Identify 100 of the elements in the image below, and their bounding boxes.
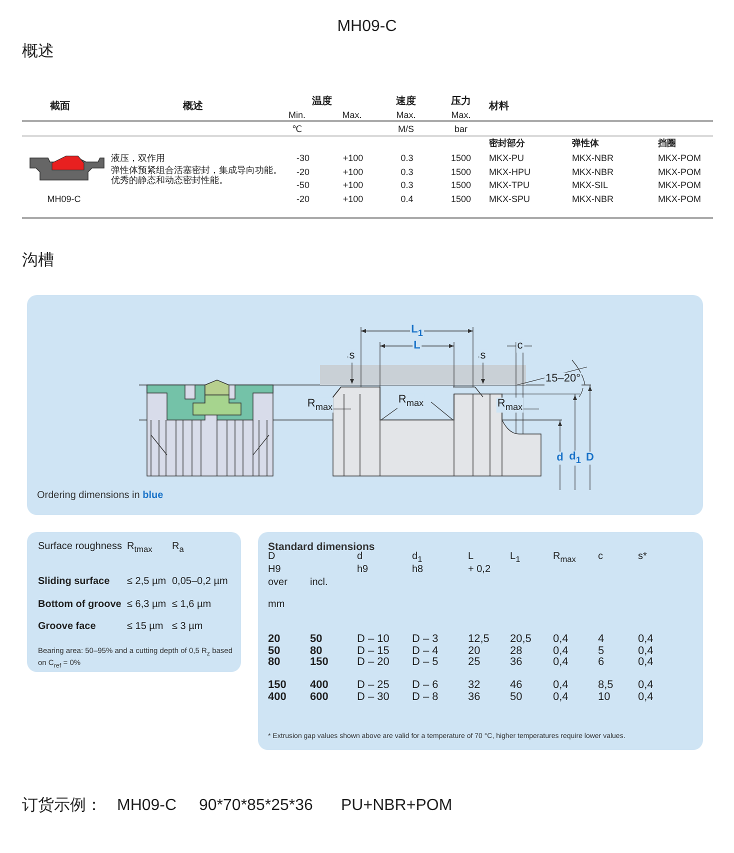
table-cell: Sliding surface	[38, 576, 110, 588]
table-header: 概述	[183, 101, 203, 112]
unit-label: bar	[454, 124, 468, 134]
table-cell: 150	[268, 679, 286, 692]
order-example-text: 订货示例：	[22, 797, 102, 816]
table-cell: D – 5	[412, 656, 438, 669]
dimension-label: R$_{max}$	[306, 398, 334, 412]
table-cell-text: 28	[510, 645, 522, 657]
table-cell: MKX-POM	[658, 153, 702, 164]
table-header: R$_{a}$	[172, 541, 184, 555]
table-cell: 400	[310, 679, 328, 692]
table-cell: MKX-PU	[489, 153, 524, 164]
table-cell: +100	[342, 153, 364, 164]
order-example-text: 90*70*85*25*36	[199, 797, 313, 816]
table-cell-text: D – 4	[412, 645, 438, 657]
table-header: 弹性体	[572, 138, 599, 148]
table-cell-text: D – 15	[357, 645, 390, 657]
table-cell: 0,4	[638, 633, 654, 646]
roughness-panel	[27, 532, 241, 672]
table-cell: D – 20	[357, 656, 390, 669]
table-cell-text: 50	[268, 645, 280, 657]
table-cell: -30	[296, 153, 310, 164]
table-cell: MKX-POM	[658, 194, 702, 204]
table-cell: 0,4	[553, 679, 568, 692]
table-cell: 10	[598, 691, 610, 704]
table-cell: 12,5	[468, 633, 490, 646]
table-header: h9	[357, 564, 368, 576]
table-cell: ≤ 6,3 µm	[127, 598, 166, 610]
table-cell: 50	[310, 633, 322, 646]
section-heading: 沟槽	[22, 252, 54, 270]
table-cell: 8,5	[598, 679, 614, 692]
table-header: 材料	[489, 101, 509, 112]
table-cell: 0,4	[553, 633, 568, 646]
table-cell: 150	[310, 656, 328, 669]
table-cell: -20	[296, 194, 310, 204]
table-header: d$_{1}$	[412, 551, 422, 564]
table-cell: 80	[268, 656, 280, 669]
table-cell: ≤ 2,5 µm	[127, 576, 166, 588]
dimension-label: R$_{max}$	[397, 394, 425, 408]
table-cell: MKX-NBR	[572, 166, 614, 177]
table-cell: 1500	[450, 194, 472, 204]
table-header: h8	[412, 564, 424, 576]
table-header: d	[357, 551, 363, 562]
table-cell: MKX-HPU	[489, 166, 531, 177]
table-cell: ≤ 3 µm	[172, 621, 203, 632]
table-cell: D – 30	[357, 691, 390, 704]
table-header: L$_{1}$	[510, 551, 520, 565]
dimension-label: R$_{max}$	[496, 398, 524, 412]
table-cell: D – 6	[412, 679, 438, 692]
section-heading: 概述	[22, 43, 54, 62]
table-cell: 0.4	[400, 194, 414, 204]
table-cell: D – 10	[357, 633, 390, 646]
table-header: s*	[638, 551, 647, 562]
table-cell: 36	[468, 691, 480, 704]
table-cell: MKX-NBR	[572, 153, 614, 164]
table-cell: 46	[510, 679, 522, 692]
table-cell: ≤ 15 µm	[127, 621, 164, 632]
table-header: 密封部分	[489, 138, 525, 148]
table-cell: MKX-NBR	[572, 194, 614, 204]
table-cell: -50	[296, 180, 310, 191]
table-cell: 0.3	[400, 180, 414, 191]
table-cell: 0,4	[553, 656, 568, 669]
table-header: Surface roughness	[38, 541, 122, 552]
table-cell: 0,4	[638, 679, 654, 692]
table-cell: Bottom of groove	[38, 598, 122, 610]
dimension-label: s	[348, 350, 356, 362]
table-cell: MKX-SIL	[572, 180, 608, 191]
table-header: 速度	[396, 96, 416, 108]
order-example-text: MH09-C	[117, 797, 177, 816]
dimension-label: 15–20°	[544, 372, 582, 386]
table-cell: +100	[342, 194, 364, 204]
table-header: R$_{max}$	[553, 551, 576, 565]
table-cell: 50	[510, 691, 522, 704]
table-cell: 4	[598, 633, 604, 646]
table-header: Min.	[288, 110, 306, 120]
table-cell: 0,4	[553, 691, 568, 704]
table-header: Max.	[396, 110, 416, 120]
table-cell: MKX-TPU	[489, 180, 530, 191]
table-cell: 20	[268, 633, 280, 646]
table-header: 压力	[451, 96, 471, 108]
table-header: + 0,2	[468, 564, 491, 576]
table-header: L	[468, 551, 474, 562]
table-cell: 32	[468, 679, 480, 692]
table-header: incl.	[310, 577, 328, 588]
table-header: c	[598, 551, 603, 562]
table-cell: D – 25	[357, 679, 390, 692]
unit-label: mm	[268, 599, 285, 610]
table-cell: MKX-SPU	[489, 194, 530, 204]
table-header: D	[268, 551, 276, 562]
page-title: MH09-C	[337, 18, 397, 36]
table-cell-text: 5	[598, 645, 604, 657]
dimension-label: c	[516, 340, 524, 352]
table-cell: 36	[510, 656, 522, 669]
table-cell: 0,4	[638, 656, 654, 669]
note-text: Ordering dimensions in blue	[37, 490, 164, 502]
table-cell: D – 3	[412, 633, 438, 646]
profile-label: MH09-C	[47, 194, 81, 204]
table-header: 温度	[312, 96, 332, 108]
table-cell: +100	[342, 180, 364, 191]
table-cell: 0,4	[638, 691, 654, 704]
